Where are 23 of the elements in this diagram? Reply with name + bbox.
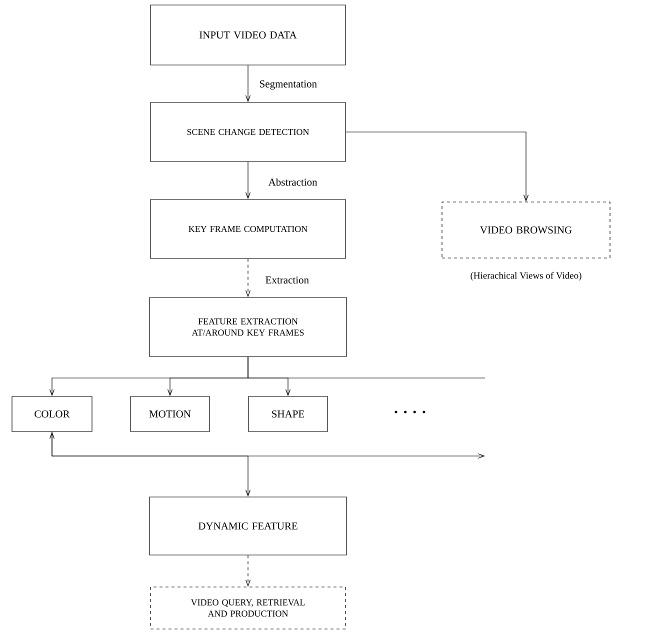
process-box: SHAPE xyxy=(248,396,328,432)
process-box: COLOR xyxy=(12,396,92,432)
process-box: INPUT VIDEO DATA xyxy=(150,4,346,66)
process-box: VIDEO QUERY, RETRIEVAL AND PRODUCTION xyxy=(150,586,346,630)
edge-label: Extraction xyxy=(264,275,310,285)
ellipsis: · · · · xyxy=(394,410,426,414)
arrow xyxy=(245,555,251,587)
arrow xyxy=(346,132,529,202)
arrow xyxy=(49,432,251,497)
edge-label: Segmentation xyxy=(258,79,318,91)
arrow xyxy=(248,356,291,396)
process-box: VIDEO BROWSING xyxy=(442,202,610,258)
arrow xyxy=(245,162,251,200)
node-label: (Hierachical Views of Video) xyxy=(470,272,582,281)
edge-label: Abstraction xyxy=(267,177,318,187)
process-box: FEATURE EXTRACTION AT/AROUND KEY FRAMES xyxy=(149,297,347,357)
arrow xyxy=(245,258,251,298)
process-box: DYNAMIC FEATURE xyxy=(149,496,347,556)
process-box: KEY FRAME COMPUTATION xyxy=(150,199,346,259)
arrow xyxy=(52,432,485,459)
process-box: MOTION xyxy=(130,396,210,432)
arrow xyxy=(245,65,251,102)
process-box: SCENE CHANGE DETECTION xyxy=(150,102,346,162)
